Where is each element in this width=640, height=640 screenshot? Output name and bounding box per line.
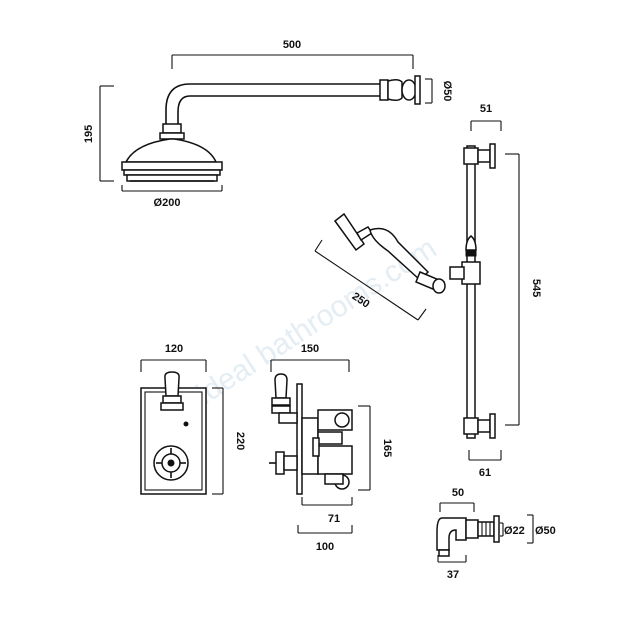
- dimension-label: 150: [301, 343, 319, 355]
- dimension-plate-width: 120: [140, 343, 207, 372]
- dimension-label: Ø22: [504, 525, 525, 537]
- dimension-label: 71: [328, 513, 340, 525]
- dimension-label: 545: [530, 279, 542, 297]
- dimension-valve-height: 165: [358, 405, 393, 491]
- dimension-label: Ø50: [535, 525, 556, 537]
- dimension-valve-depth: 100: [297, 525, 353, 553]
- shower-head-assembly: [121, 75, 421, 182]
- dimension-label: 61: [479, 467, 491, 479]
- dimension-arm-length: 500: [171, 39, 414, 69]
- dimension-plate-height: 220: [212, 387, 246, 495]
- dimension-rail-length: 545: [505, 153, 542, 426]
- dimension-label: 37: [447, 569, 459, 581]
- dimension-label: Ø50: [441, 81, 453, 102]
- dimension-head-height: 195: [83, 85, 114, 182]
- dimension-elbow-width: 50: [439, 487, 475, 512]
- dimension-label: 220: [234, 432, 246, 450]
- dimension-label: 165: [381, 439, 393, 457]
- dimension-elbow-depth: 37: [437, 555, 467, 581]
- dimension-label: 500: [283, 39, 301, 51]
- dimension-label: 120: [165, 343, 183, 355]
- slide-rail-assembly: [449, 143, 496, 439]
- dimension-label: 100: [316, 541, 334, 553]
- dimension-label: 195: [83, 125, 95, 143]
- dimension-label: 50: [452, 487, 464, 499]
- valve-side-view: [269, 373, 353, 495]
- dimension-valve-width: 150: [270, 343, 350, 372]
- dimension-arm-diameter: Ø50: [425, 78, 453, 104]
- valve-front-view: [140, 371, 207, 495]
- dimension-elbow-inner-diameter: Ø22: [500, 522, 525, 537]
- dimension-elbow-outer-diameter: Ø50: [527, 514, 556, 544]
- dimension-label: 51: [480, 103, 492, 115]
- dimension-bracket-depth-bottom: 61: [468, 450, 502, 479]
- dimension-head-diameter: Ø200: [121, 185, 223, 209]
- handset: [333, 212, 446, 294]
- dimension-bracket-depth-top: 51: [470, 103, 502, 131]
- dimension-label: Ø200: [154, 197, 181, 209]
- wall-elbow-outlet: [436, 515, 500, 557]
- dimension-valve-body-width: 71: [301, 497, 353, 525]
